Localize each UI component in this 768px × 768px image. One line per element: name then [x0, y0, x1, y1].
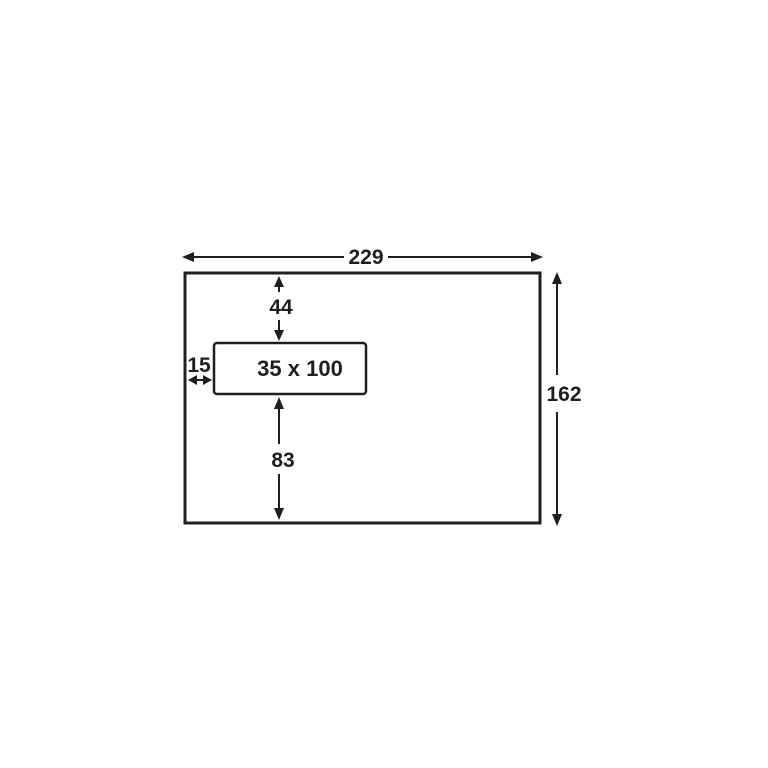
window-left-arrow-right: [203, 375, 212, 385]
window-top-label: 44: [269, 296, 293, 319]
width-dimension: 229: [182, 246, 543, 269]
envelope-outline: [183, 271, 542, 525]
window-bottom-arrow-up: [274, 397, 284, 409]
height-arrow-top: [552, 272, 562, 284]
window-top-arrow-down: [274, 330, 284, 341]
window-bottom-arrow-down: [274, 508, 284, 520]
address-window: [212, 341, 368, 396]
width-arrow-left: [182, 252, 194, 262]
height-label: 162: [546, 383, 581, 406]
window-left-arrow-left: [188, 375, 197, 385]
window-left-dimension: 15: [187, 354, 212, 385]
width-arrow-right: [531, 252, 543, 262]
window-top-dimension: 44: [269, 276, 293, 341]
window-left-label: 15: [187, 354, 211, 377]
window-top-arrow-up: [274, 276, 284, 287]
window-size-label: 35 x 100: [257, 356, 343, 381]
window-bottom-label: 83: [271, 449, 294, 472]
height-dimension: 162: [546, 272, 582, 526]
window-bottom-dimension: 83: [271, 397, 295, 520]
width-label: 229: [348, 246, 383, 269]
height-arrow-bottom: [552, 514, 562, 526]
